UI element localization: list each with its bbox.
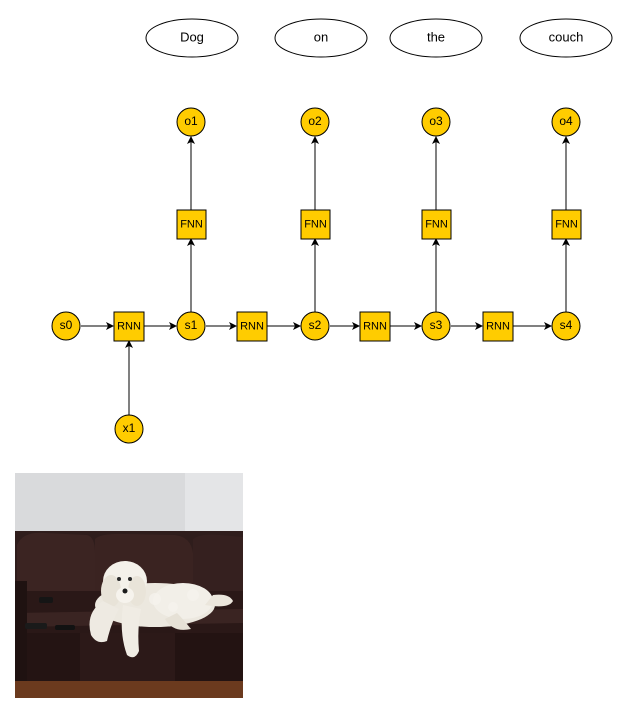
state-node-s2: s2 xyxy=(300,311,330,341)
word-ellipse-4: couch xyxy=(519,18,613,58)
word-label: on xyxy=(314,29,328,44)
output-label: o3 xyxy=(429,114,443,128)
state-label: s1 xyxy=(185,318,198,332)
rnn-box-1: RNN xyxy=(113,311,145,342)
state-node-s1: s1 xyxy=(176,311,206,341)
fnn-label: FNN xyxy=(180,218,203,230)
state-node-s4: s4 xyxy=(551,311,581,341)
input-label: x1 xyxy=(123,421,136,435)
fnn-box-2: FNN xyxy=(300,209,331,240)
fnn-box-4: FNN xyxy=(551,209,582,240)
word-label: Dog xyxy=(180,29,204,44)
state-node-s3: s3 xyxy=(421,311,451,341)
state-label: s0 xyxy=(60,318,73,332)
word-ellipse-3: the xyxy=(389,18,483,58)
output-label: o4 xyxy=(559,114,573,128)
rnn-box-4: RNN xyxy=(482,311,514,342)
state-label: s2 xyxy=(309,318,322,332)
output-label: o2 xyxy=(308,114,322,128)
fnn-label: FNN xyxy=(555,218,578,230)
state-node-s0: s0 xyxy=(51,311,81,341)
output-node-o3: o3 xyxy=(421,107,451,137)
rnn-label: RNN xyxy=(486,320,510,332)
rnn-label: RNN xyxy=(117,320,141,332)
state-label: s3 xyxy=(430,318,443,332)
output-node-o4: o4 xyxy=(551,107,581,137)
output-node-o2: o2 xyxy=(300,107,330,137)
rnn-label: RNN xyxy=(363,320,387,332)
word-ellipse-2: on xyxy=(274,18,368,58)
output-label: o1 xyxy=(184,114,198,128)
state-label: s4 xyxy=(560,318,573,332)
word-label: the xyxy=(427,29,445,44)
fnn-box-3: FNN xyxy=(421,209,452,240)
rnn-label: RNN xyxy=(240,320,264,332)
output-node-o1: o1 xyxy=(176,107,206,137)
fnn-box-1: FNN xyxy=(176,209,207,240)
rnn-box-3: RNN xyxy=(359,311,391,342)
word-ellipse-1: Dog xyxy=(145,18,239,58)
input-node-x1: x1 xyxy=(114,414,144,444)
fnn-label: FNN xyxy=(304,218,327,230)
rnn-box-2: RNN xyxy=(236,311,268,342)
fnn-label: FNN xyxy=(425,218,448,230)
dog-on-couch-photo xyxy=(15,473,243,698)
word-label: couch xyxy=(549,29,584,44)
